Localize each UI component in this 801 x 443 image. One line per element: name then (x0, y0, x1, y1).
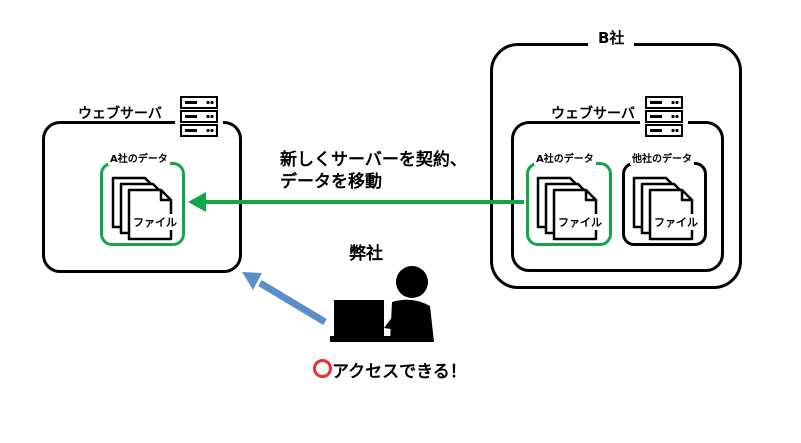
a-company-data-label-left: A社のデータ (108, 154, 170, 165)
a-company-data-label-right: A社のデータ (534, 154, 596, 165)
server-icon (175, 96, 223, 138)
migration-text-line2: データを移動 (280, 172, 382, 192)
file-label-left: ファイル (133, 214, 177, 230)
file-label-right-other: ファイル (654, 214, 698, 230)
our-company-label: 弊社 (349, 244, 383, 264)
server-icon (640, 96, 688, 138)
file-label-right-a: ファイル (558, 214, 602, 230)
left-web-server-title: ウェブサーバ (74, 107, 166, 121)
person-at-laptop-icon (330, 262, 440, 346)
company-b-title: B社 (588, 31, 635, 46)
other-company-data-label: 他社のデータ (630, 154, 694, 165)
green-migration-arrow (188, 192, 524, 212)
blue-access-arrow (242, 272, 327, 326)
company-b-web-server-title: ウェブサーバ (547, 107, 639, 121)
access-status-text: アクセスできる！ (332, 362, 467, 382)
migration-text-line1: 新しくサーバーを契約、 (280, 150, 467, 170)
access-ok-mark (313, 359, 332, 378)
